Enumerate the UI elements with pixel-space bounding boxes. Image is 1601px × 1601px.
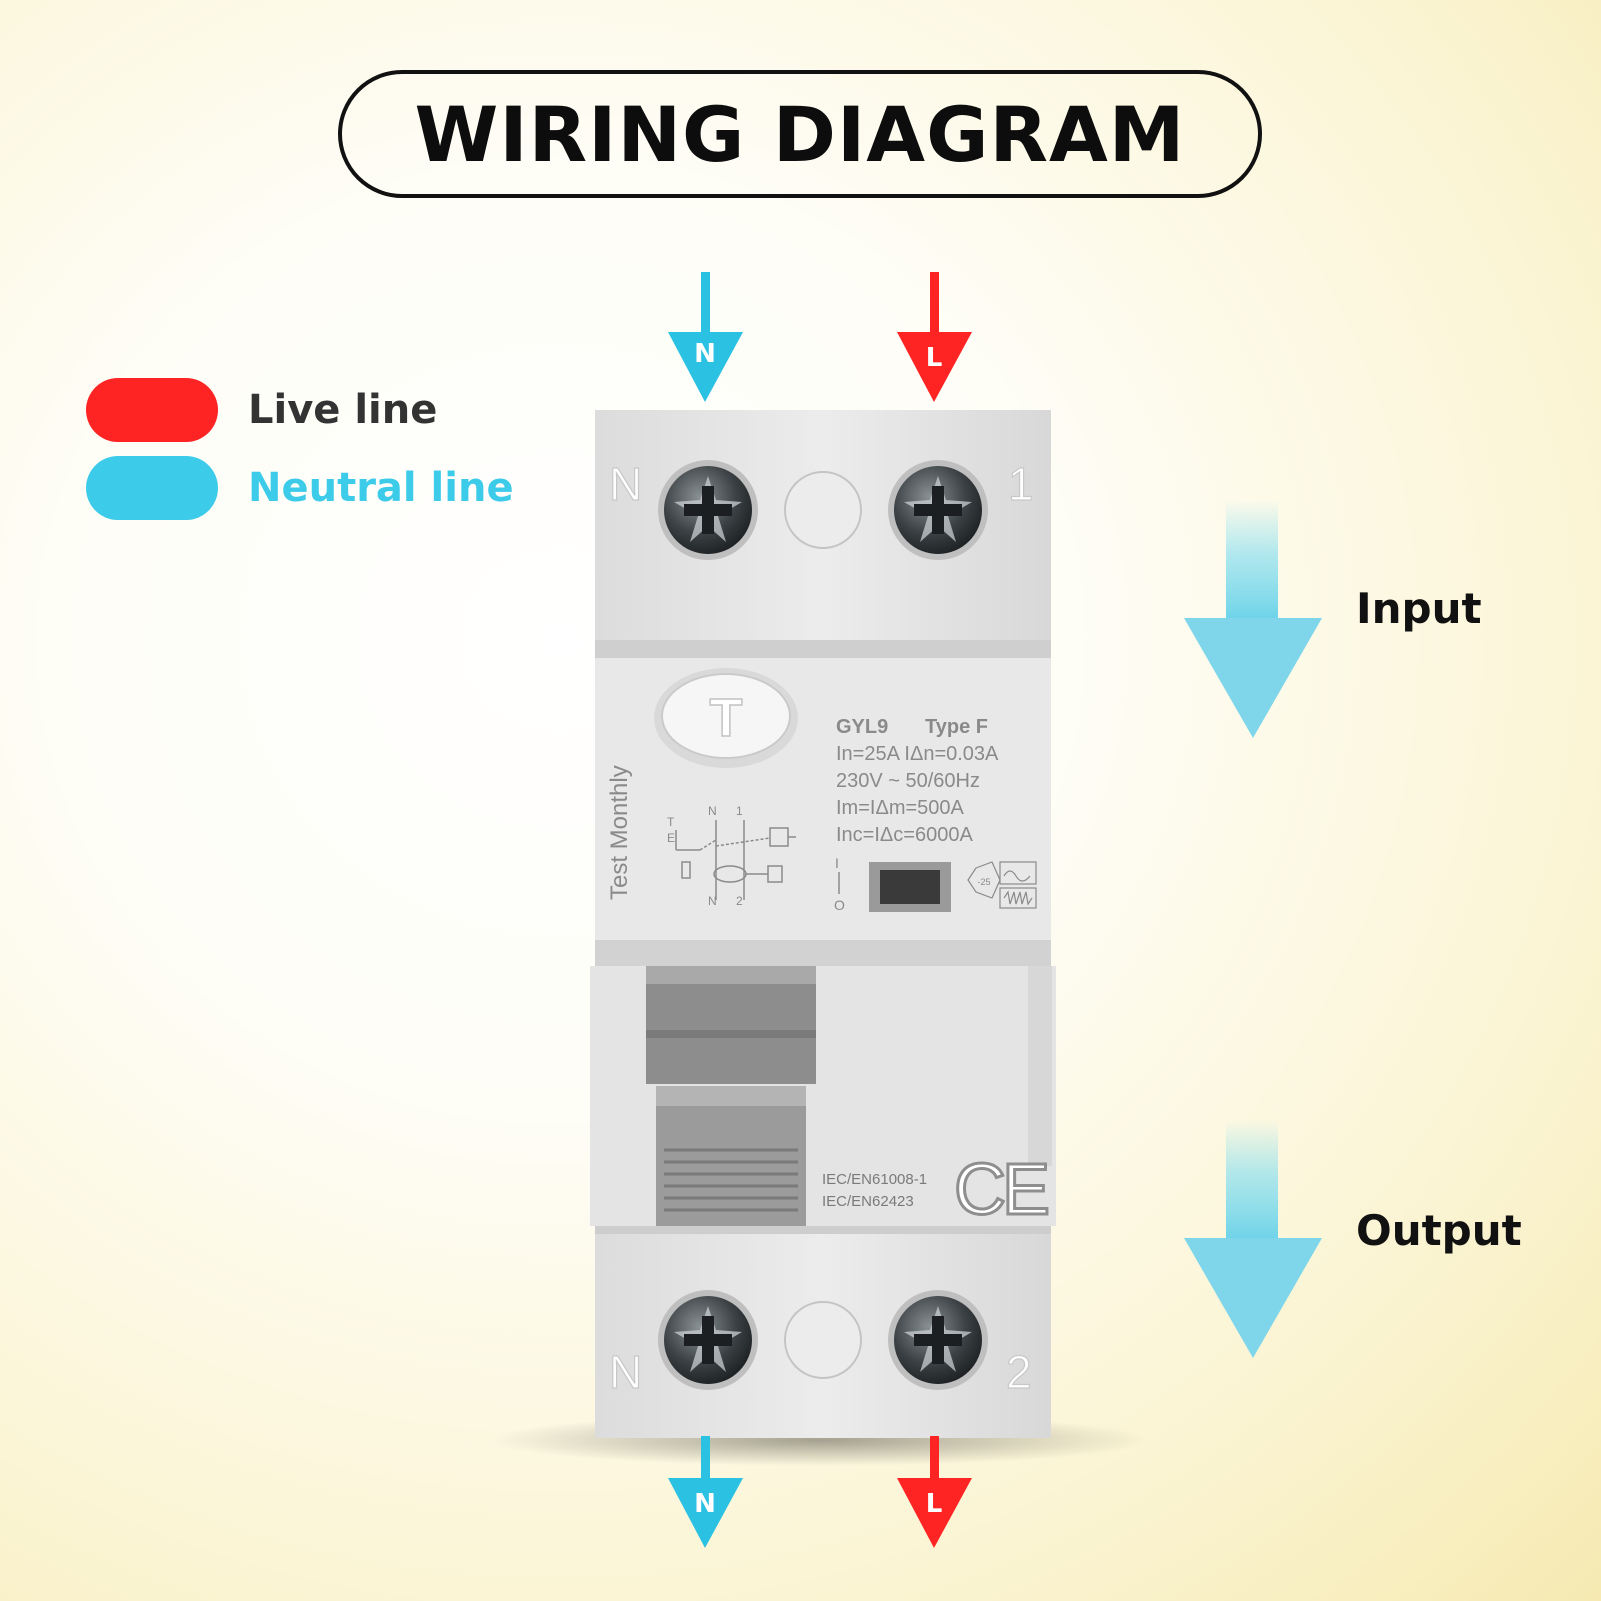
rating-line-3: Im=IΔm=500A bbox=[836, 797, 965, 819]
svg-text:2: 2 bbox=[736, 894, 743, 908]
bottom-live-screw-icon bbox=[888, 1290, 988, 1390]
live-line-label: Live line bbox=[248, 387, 438, 433]
svg-text:N: N bbox=[708, 894, 717, 908]
bottom-neutral-screw-icon bbox=[658, 1290, 758, 1390]
live-input-arrow: L bbox=[897, 272, 972, 402]
rating-line-4: Inc=IΔc=6000A bbox=[836, 824, 973, 846]
top-live-screw-icon bbox=[888, 460, 988, 560]
svg-text:E: E bbox=[667, 831, 675, 845]
on-off-indicator-icon: I O bbox=[834, 855, 845, 913]
bottom-terminal-n-mark: N bbox=[609, 1346, 642, 1398]
model-label: GYL9 bbox=[836, 716, 888, 738]
input-label: Input bbox=[1356, 584, 1482, 633]
circuit-schematic-labels: T E N 1 N 2 bbox=[667, 804, 743, 908]
svg-text:-25: -25 bbox=[977, 877, 990, 887]
input-flow-arrow bbox=[1184, 500, 1322, 738]
rating-line-1: In=25A IΔn=0.03A bbox=[836, 743, 999, 765]
svg-text:I: I bbox=[835, 855, 839, 871]
neutral-line-label: Neutral line bbox=[248, 465, 514, 511]
live-output-letter: L bbox=[926, 1489, 943, 1519]
rating-line-2: 230V ~ 50/60Hz bbox=[836, 770, 980, 792]
live-input-letter: L bbox=[926, 343, 943, 373]
live-line-swatch bbox=[86, 378, 218, 442]
top-neutral-screw-icon bbox=[658, 460, 758, 560]
standard-2: IEC/EN62423 bbox=[822, 1193, 914, 1210]
test-button-letter: T bbox=[710, 688, 743, 748]
output-label: Output bbox=[1356, 1206, 1522, 1255]
legend-neutral: Neutral line bbox=[86, 456, 514, 520]
rcd-device bbox=[590, 410, 1056, 1438]
test-button[interactable]: T bbox=[654, 668, 798, 768]
neutral-input-arrow: N bbox=[668, 272, 743, 402]
type-f-waveform-icon bbox=[999, 861, 1037, 909]
ce-mark: CE bbox=[954, 1150, 1047, 1230]
svg-text:O: O bbox=[834, 897, 845, 913]
output-flow-arrow bbox=[1184, 1120, 1322, 1358]
bottom-terminal-2-mark: 2 bbox=[1006, 1346, 1032, 1398]
svg-text:T: T bbox=[667, 815, 675, 829]
page-title: WIRING DIAGRAM bbox=[414, 89, 1186, 179]
svg-text:N: N bbox=[708, 804, 717, 818]
top-terminal-n-mark: N bbox=[609, 458, 642, 510]
type-label: Type F bbox=[925, 716, 988, 738]
bottom-indicator-hole bbox=[784, 1301, 862, 1379]
temperature-icon: -25 bbox=[967, 861, 1001, 899]
switch-lever[interactable] bbox=[646, 966, 816, 1226]
circuit-schematic-icon bbox=[675, 820, 796, 900]
neutral-input-letter: N bbox=[694, 339, 716, 369]
title-banner: WIRING DIAGRAM bbox=[338, 70, 1262, 198]
standard-1: IEC/EN61008-1 bbox=[822, 1171, 927, 1188]
top-indicator-hole bbox=[784, 471, 862, 549]
legend-live: Live line bbox=[86, 378, 437, 442]
neutral-output-arrow: N bbox=[668, 1436, 743, 1548]
top-terminal-1-mark: 1 bbox=[1008, 458, 1034, 510]
neutral-output-letter: N bbox=[694, 1489, 716, 1519]
test-monthly-label: Test Monthly bbox=[606, 765, 633, 900]
svg-text:1: 1 bbox=[736, 804, 743, 818]
live-output-arrow: L bbox=[897, 1436, 972, 1548]
neutral-line-swatch bbox=[86, 456, 218, 520]
